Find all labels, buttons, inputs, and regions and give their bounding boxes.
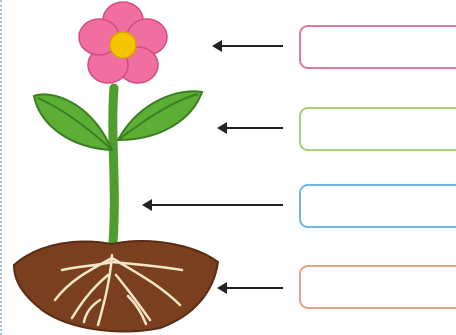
flower-icon [79, 2, 167, 83]
label-box-stem[interactable] [299, 184, 456, 228]
label-box-flower[interactable] [299, 25, 456, 69]
soil-icon [14, 241, 218, 331]
arrow-left-icon [210, 36, 285, 56]
stem-icon [112, 88, 114, 255]
arrow-left-icon [215, 118, 285, 138]
leaf-right-icon [118, 91, 202, 140]
arrow-left-icon [140, 195, 285, 215]
arrow-left-icon [215, 278, 285, 298]
label-box-leaf[interactable] [299, 107, 456, 151]
leaf-left-icon [34, 94, 112, 150]
label-box-root[interactable] [299, 265, 456, 309]
